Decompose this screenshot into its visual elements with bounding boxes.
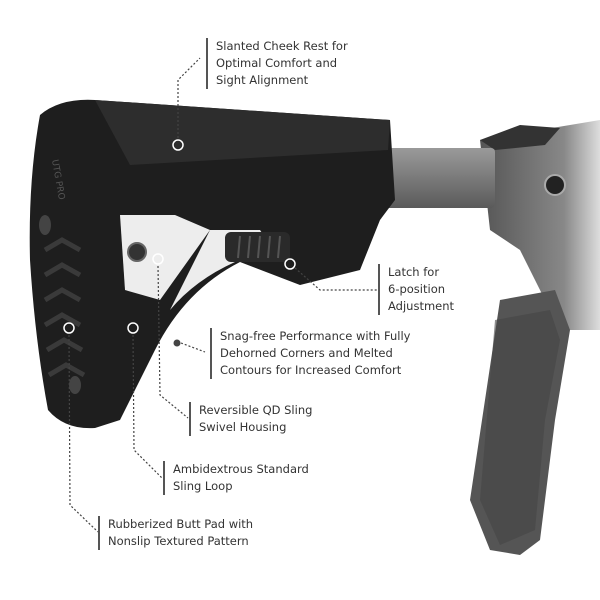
callout-line: Rubberized Butt Pad with: [108, 517, 254, 531]
stock-body: [29, 99, 395, 429]
callout-line: Dehorned Corners and Melted: [220, 346, 393, 360]
hotspot-qd-swivel[interactable]: [152, 253, 164, 265]
callout-line: Sight Alignment: [216, 73, 309, 87]
callout-line: Contours for Increased Comfort: [220, 363, 402, 377]
hotspot-cheek-rest[interactable]: [172, 139, 184, 151]
callout-line: Slanted Cheek Rest for: [216, 39, 348, 53]
callout-line: Reversible QD Sling: [199, 403, 313, 417]
leader-lines: [68, 57, 378, 533]
callout-line: Snag-free Performance with Fully: [220, 329, 411, 343]
callout-line: 6-position: [388, 282, 446, 296]
callout-line: Latch for: [388, 265, 440, 279]
callout-line: Adjustment: [388, 299, 455, 313]
hotspot-snag-free[interactable]: [173, 339, 181, 347]
callout-line: Swivel Housing: [199, 420, 287, 434]
hotspot-butt-pad[interactable]: [63, 322, 75, 334]
callout-snag-free: Snag-free Performance with Fully Dehorne…: [210, 328, 410, 379]
rifle-receiver: [470, 120, 600, 555]
buffer-tube: [385, 148, 495, 208]
hotspot-latch[interactable]: [284, 258, 296, 270]
callout-latch: Latch for 6-position Adjustment: [378, 264, 454, 315]
callout-sling-loop: Ambidextrous Standard Sling Loop: [163, 461, 309, 495]
callout-cheek-rest: Slanted Cheek Rest for Optimal Comfort a…: [206, 38, 348, 89]
callout-line: Sling Loop: [173, 479, 233, 493]
hotspot-sling-loop[interactable]: [127, 322, 139, 334]
callout-qd-swivel: Reversible QD Sling Swivel Housing: [189, 402, 312, 436]
callout-line: Ambidextrous Standard: [173, 462, 309, 476]
callout-line: Optimal Comfort and: [216, 56, 338, 70]
callout-line: Nonslip Textured Pattern: [108, 534, 249, 548]
callout-butt-pad: Rubberized Butt Pad with Nonslip Texture…: [98, 516, 253, 550]
